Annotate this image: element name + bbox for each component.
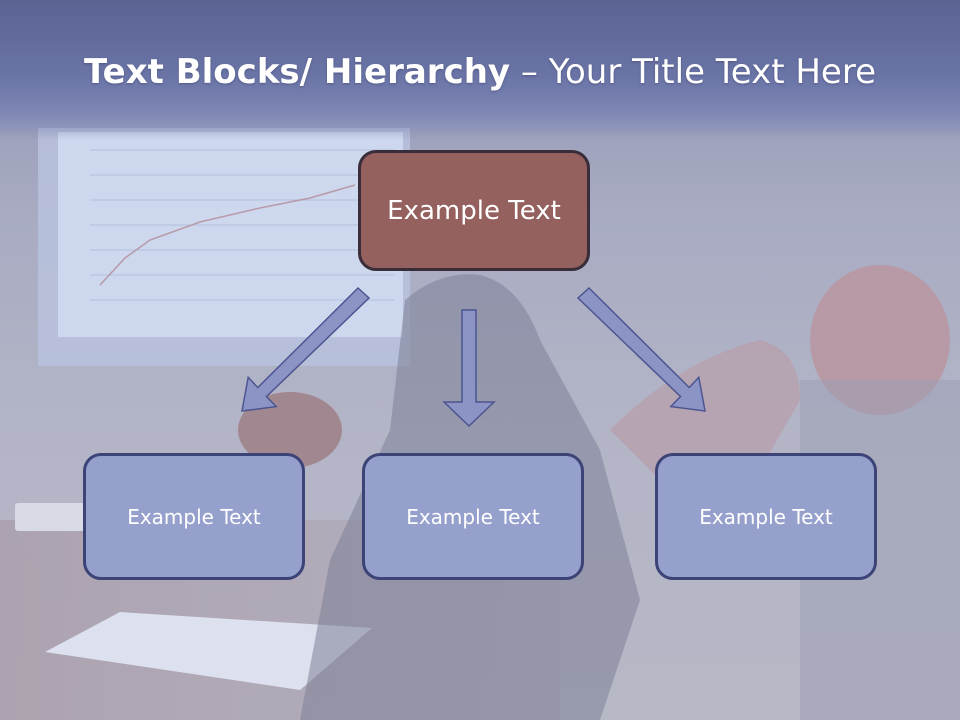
title-regular-part: Your Title Text Here xyxy=(548,52,877,92)
child-text-block-left: Example Text xyxy=(83,453,305,580)
child-text-block-label: Example Text xyxy=(699,504,833,529)
arrow-center xyxy=(442,309,496,428)
top-text-block: Example Text xyxy=(358,150,590,271)
top-text-block-label: Example Text xyxy=(387,195,561,226)
child-text-block-center: Example Text xyxy=(362,453,584,580)
slide-title: Text Blocks/ Hierarchy – Your Title Text… xyxy=(0,52,960,92)
title-separator: – xyxy=(510,52,549,92)
title-band xyxy=(0,0,960,140)
title-bold-part: Text Blocks/ Hierarchy xyxy=(83,52,511,92)
child-text-block-label: Example Text xyxy=(127,504,261,529)
child-text-block-right: Example Text xyxy=(655,453,877,580)
arrow-right xyxy=(576,286,706,412)
child-text-block-label: Example Text xyxy=(406,504,540,529)
arrow-left xyxy=(241,286,371,412)
